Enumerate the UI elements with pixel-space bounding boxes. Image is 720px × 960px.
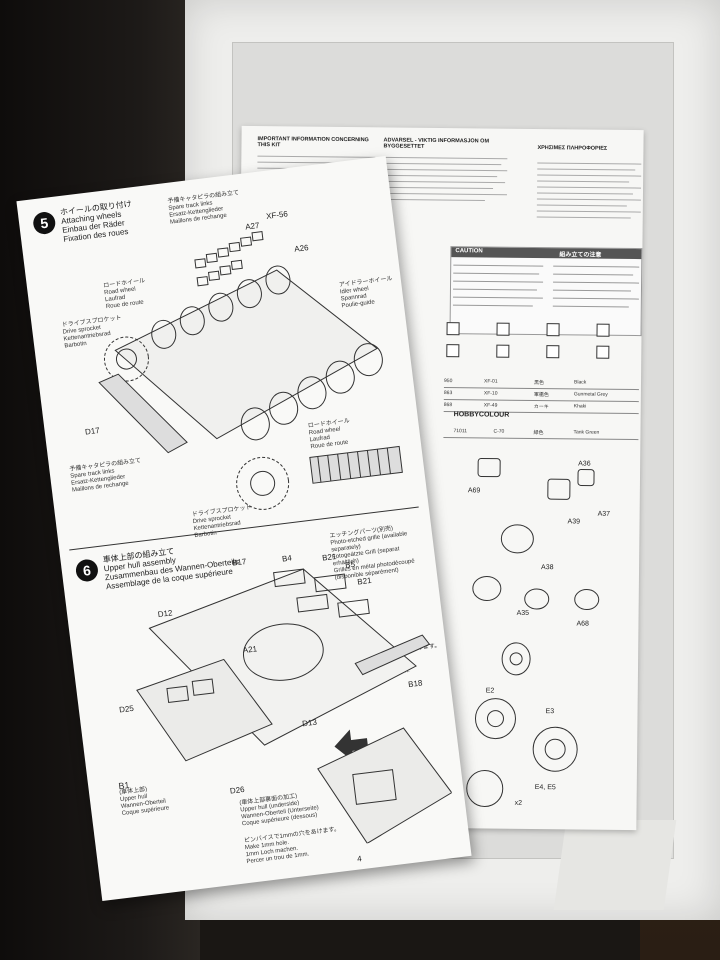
part-label: D13 <box>302 718 318 729</box>
part-label: D17 <box>85 426 101 437</box>
symbol-icon <box>596 345 610 359</box>
paint-table: 950 XF-01 黒色 Black 863 XF-10 軍艦色 Gunmeta… <box>443 376 640 415</box>
caution-box: CAUTION 組み立ての注意 <box>449 246 643 337</box>
caution-title: CAUTION <box>455 248 483 255</box>
part-label: E4, E5 <box>535 784 556 791</box>
part-label: B21 <box>322 552 338 563</box>
part-label: B21 <box>357 576 373 587</box>
part-label: A68 <box>576 620 589 627</box>
part-label: A26 <box>294 243 310 254</box>
part-label: A35 <box>517 610 530 617</box>
symbol-icon <box>446 322 460 336</box>
symbol-icon <box>496 322 510 336</box>
part-label: E2 <box>486 688 495 695</box>
page-number: 4 <box>356 854 363 864</box>
symbol-icon <box>496 344 510 358</box>
part-label: A21 <box>242 644 258 655</box>
symbol-icon <box>596 323 610 337</box>
part-label: A27 <box>245 221 261 232</box>
part-label: E3 <box>546 708 555 715</box>
symbol-icon <box>546 323 560 337</box>
box-flap <box>553 820 677 910</box>
symbol-icon <box>546 345 560 359</box>
part-label: A37 <box>598 511 611 518</box>
wheel-assembly-drawing: A36 A69 A37 A39 A38 A35 A68 E2 E3 E4, E5… <box>466 457 611 807</box>
part-label: XF-56 <box>266 209 289 221</box>
part-label: A39 <box>568 518 581 525</box>
step-5-number: 5 <box>32 210 57 236</box>
part-label: B4 <box>281 553 292 563</box>
hobbycolour-label: HOBBYCOLOUR <box>453 411 510 419</box>
step-6-drawing: B17 B4 B21 B5 B21 D12 A21 D25 B18 D13 D2… <box>119 552 453 844</box>
advarsel-heading: ADVARSEL - VIKTIG INFORMASJON OM BYGGESE… <box>383 137 490 150</box>
part-label: x2 <box>515 800 523 807</box>
part-label: D12 <box>157 608 173 619</box>
caution-title-jp: 組み立ての注意 <box>559 252 602 259</box>
instruction-sheet-page-4: 5 ホイールの取り付け Attaching wheels Einbau der … <box>16 155 472 902</box>
step-5-drawing: A27 A26 XF-56 D17 <box>85 209 403 510</box>
hobby-table: 71011 C-70 緑色 Tank Green <box>443 426 639 441</box>
info-heading: IMPORTANT INFORMATION CONCERNING THIS KI… <box>257 136 369 149</box>
part-label: A69 <box>468 487 481 494</box>
symbol-legend <box>444 318 639 366</box>
paint-row: 71011 C-70 緑色 Tank Green <box>443 426 639 441</box>
part-label: B5 <box>345 560 356 570</box>
part-label: A36 <box>578 460 591 467</box>
part-label: B17 <box>232 557 248 568</box>
part-label: A38 <box>541 564 554 571</box>
part-label: B18 <box>408 678 424 689</box>
part-label: D26 <box>229 785 245 796</box>
part-label: D25 <box>119 704 135 715</box>
symbol-icon <box>446 344 460 358</box>
greek-heading: ΧΡΗΣΙΜΕΣ ΠΛΗΡΟΦΟΡΙΕΣ <box>537 145 608 152</box>
